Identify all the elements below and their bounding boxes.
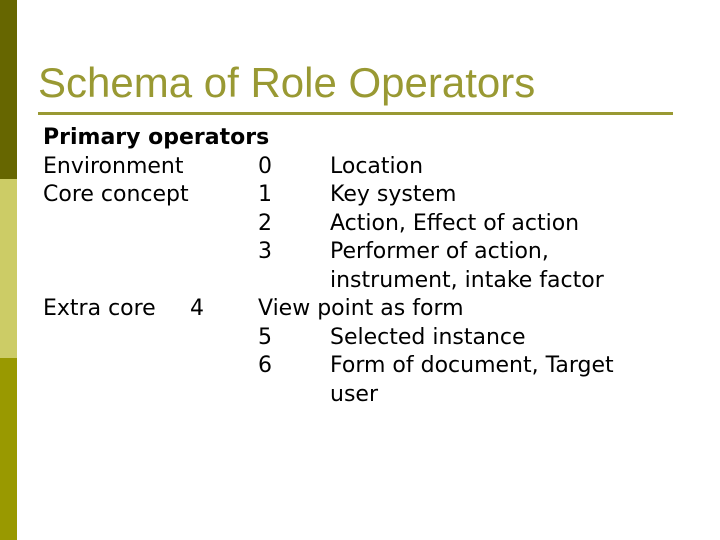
body-line: Core concept 1 Key system xyxy=(0,181,720,210)
row-number: 1 xyxy=(258,182,272,207)
row-number: 3 xyxy=(258,239,272,264)
row-description: Form of document, Target xyxy=(330,353,614,378)
title-underline xyxy=(38,112,673,115)
row-description-continuation: user xyxy=(330,381,378,407)
body-line: 2 Action, Effect of action xyxy=(0,210,720,239)
row-number: 0 xyxy=(258,153,272,179)
slide-title: Schema of Role Operators xyxy=(38,59,536,106)
row-label: Core concept xyxy=(43,182,189,207)
row-label: Environment xyxy=(43,153,184,179)
row-description: Location xyxy=(330,153,424,179)
body-line: 6 Form of document, Target xyxy=(0,352,720,381)
row-description: Action, Effect of action xyxy=(330,210,580,236)
row-number: 2 xyxy=(258,210,272,236)
row-number: 5 xyxy=(258,324,272,350)
row-description-continuation: instrument, intake factor xyxy=(330,267,604,293)
body-line: Extra core 4 View point as form xyxy=(0,295,720,324)
row-heading-text: View point as form xyxy=(258,296,464,321)
row-description: Key system xyxy=(330,182,457,207)
sidebar-bar-bottom-segment xyxy=(0,358,17,540)
row-number: 6 xyxy=(258,353,272,378)
row-label-number: 4 xyxy=(190,296,204,321)
body-line: 5 Selected instance xyxy=(0,324,720,353)
body-line: 3 Performer of action, xyxy=(0,238,720,267)
sidebar-bar-middle-segment xyxy=(0,179,17,358)
row-description: Selected instance xyxy=(330,324,526,350)
body-line: user xyxy=(0,381,720,410)
body-line: instrument, intake factor xyxy=(0,267,720,296)
body-line: Environment 0 Location xyxy=(0,153,720,182)
body-line-heading: Primary operators xyxy=(0,124,720,153)
sidebar-bar-top-segment xyxy=(0,0,17,179)
row-label: Extra core xyxy=(43,296,156,321)
primary-operators-heading: Primary operators xyxy=(43,125,270,150)
row-description: Performer of action, xyxy=(330,239,549,264)
